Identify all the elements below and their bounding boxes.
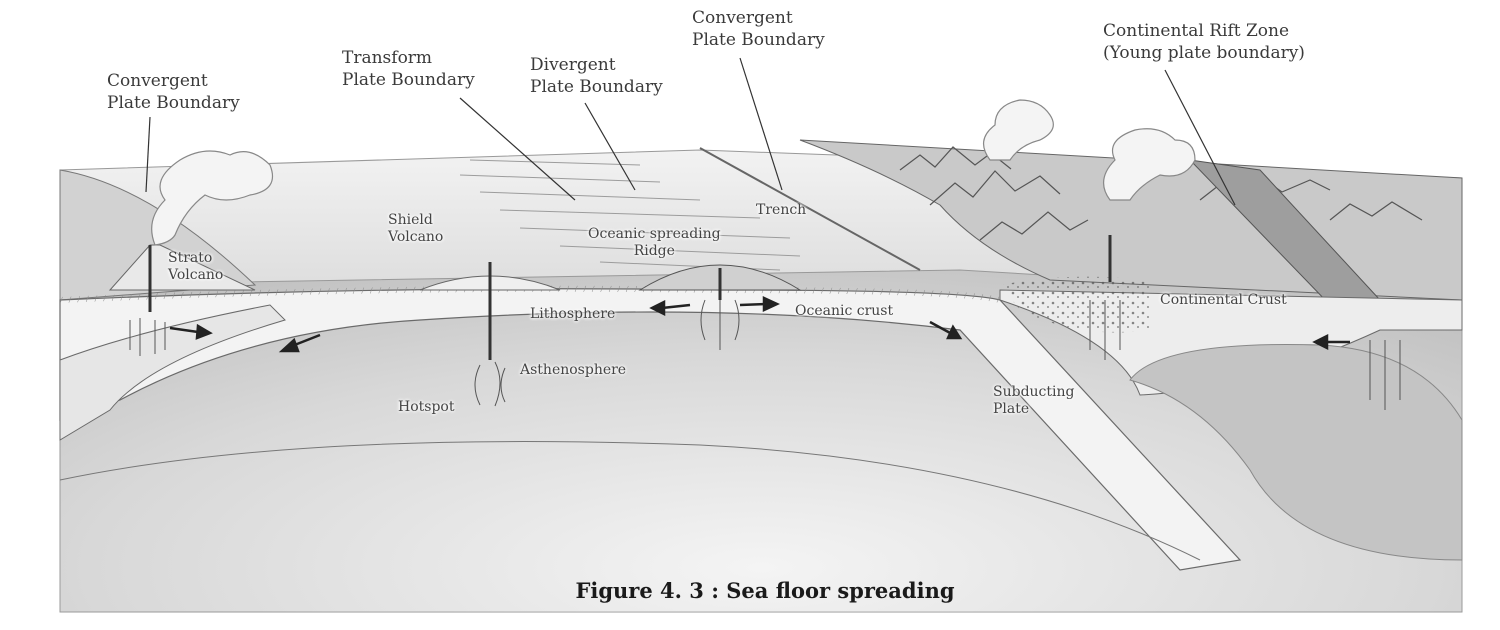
label-text: Plate Boundary xyxy=(530,77,663,97)
label-text: Volcano xyxy=(168,267,224,283)
magma-plumes xyxy=(129,299,1401,410)
label-text: Plate Boundary xyxy=(342,70,475,90)
label-subducting-plate: Subducting Plate xyxy=(993,384,1074,418)
motion-arrows xyxy=(169,296,1350,353)
continental-crust-dots xyxy=(1000,276,1150,333)
lower-mantle-curve xyxy=(59,441,1201,561)
strato-volcano xyxy=(108,244,256,291)
plate-top-hatch xyxy=(59,285,1001,303)
label-continental-crust: Continental Crust xyxy=(1160,292,1287,308)
label-rift-zone: Continental Rift Zone (Young plate bound… xyxy=(1103,20,1305,64)
magma-conduits xyxy=(148,235,1112,360)
label-text: Convergent xyxy=(692,8,793,28)
label-text: Transform xyxy=(342,48,433,68)
label-text: Plate Boundary xyxy=(692,30,825,50)
label-text: Subducting xyxy=(993,384,1075,400)
volcano-smoke xyxy=(151,99,1196,246)
label-divergent: Divergent Plate Boundary xyxy=(530,54,663,98)
label-text: Continental Rift Zone xyxy=(1103,21,1290,41)
right-mantle-pocket xyxy=(1129,343,1463,561)
leader-lines xyxy=(145,57,1236,206)
label-text: Plate xyxy=(993,401,1030,417)
label-ridge: Oceanic spreading Ridge xyxy=(588,226,721,260)
label-oceanic-crust: Oceanic crust xyxy=(795,303,894,319)
label-text: (Young plate boundary) xyxy=(1103,43,1305,63)
label-trench: Trench xyxy=(756,202,807,218)
label-transform: Transform Plate Boundary xyxy=(342,47,475,91)
left-subduction xyxy=(59,304,286,441)
label-convergent-right: Convergent Plate Boundary xyxy=(692,7,825,51)
label-strato-volcano: Strato Volcano xyxy=(168,250,223,284)
label-text: Volcano xyxy=(388,229,444,245)
label-text: Oceanic spreading xyxy=(588,226,721,242)
label-lithosphere: Lithosphere xyxy=(530,306,616,322)
label-text: Convergent xyxy=(107,71,208,91)
label-text: Shield xyxy=(388,212,433,228)
label-text: Plate Boundary xyxy=(107,93,240,113)
figure-caption: Figure 4. 3 : Sea floor spreading xyxy=(575,578,955,603)
label-text: Strato xyxy=(168,250,213,266)
label-hotspot: Hotspot xyxy=(398,399,455,415)
label-text: Ridge xyxy=(633,243,675,259)
label-shield-volcano: Shield Volcano xyxy=(388,212,443,246)
label-text: Divergent xyxy=(530,55,616,75)
label-convergent-left: Convergent Plate Boundary xyxy=(107,70,240,114)
ridge-streaks xyxy=(459,159,801,271)
trench-line xyxy=(699,147,921,271)
label-asthenosphere: Asthenosphere xyxy=(520,362,627,378)
